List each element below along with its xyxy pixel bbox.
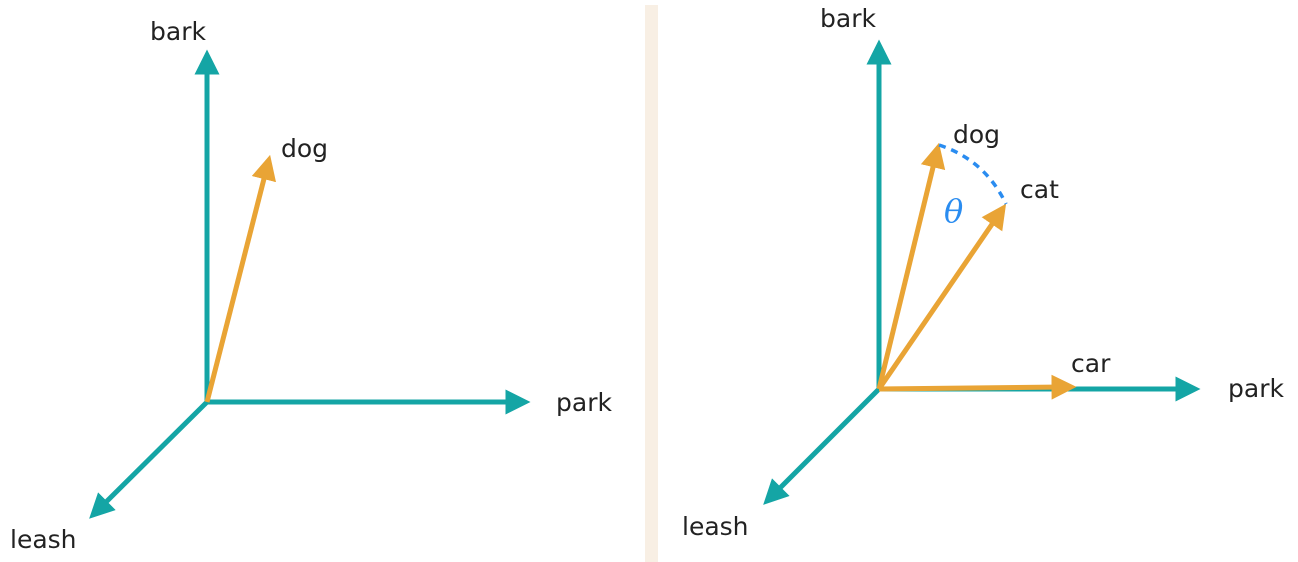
vector-dog	[204, 154, 277, 403]
label-theta: θ	[944, 192, 963, 230]
label-leash: leash	[682, 512, 749, 541]
left-panel: bark dog park leash	[10, 17, 612, 554]
panel-divider	[645, 5, 658, 562]
label-leash: leash	[10, 525, 77, 554]
label-park: park	[556, 388, 612, 417]
label-dog: dog	[281, 134, 328, 163]
label-bark: bark	[150, 17, 206, 46]
vector-dog	[876, 142, 946, 390]
angle-arc	[938, 143, 1008, 205]
vector-car	[878, 374, 1077, 400]
label-cat: cat	[1020, 175, 1059, 204]
axis-leash	[89, 400, 209, 519]
label-park: park	[1228, 374, 1284, 403]
label-dog: dog	[953, 120, 1000, 149]
label-car: car	[1071, 349, 1111, 378]
label-bark: bark	[820, 4, 876, 33]
right-panel: θ bark dog cat car park leash	[682, 4, 1284, 541]
vector-cat	[876, 203, 1007, 391]
axis-leash	[763, 387, 881, 505]
